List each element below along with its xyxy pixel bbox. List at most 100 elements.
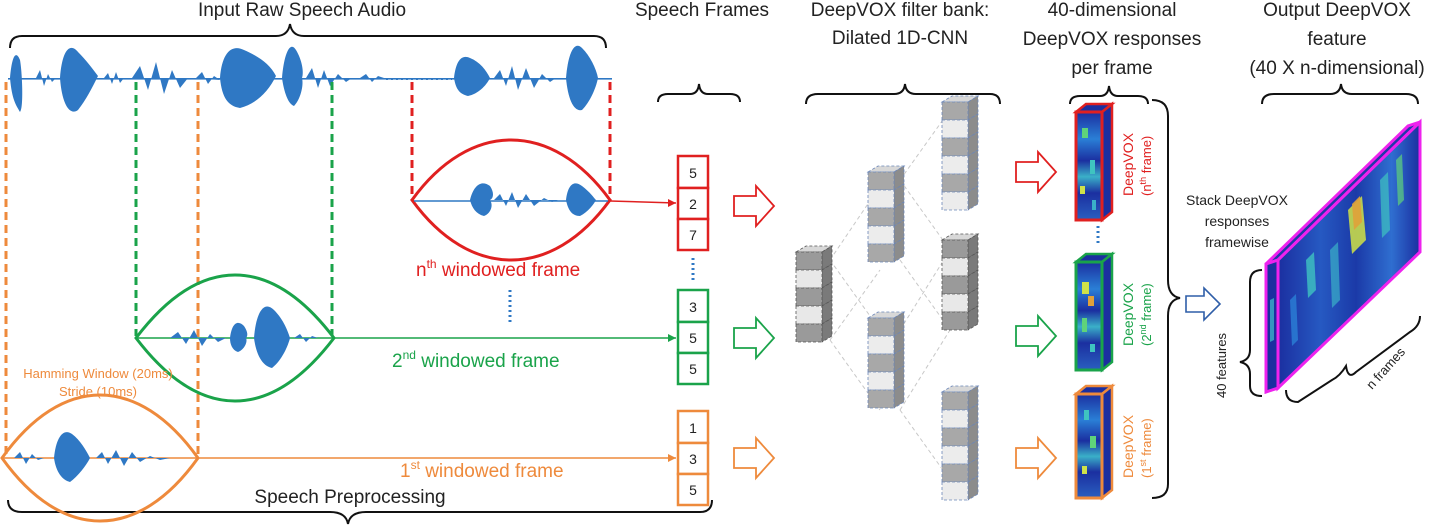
response-labels: DeepVOX (nth frame) DeepVOX (2nd frame) … <box>1120 132 1154 478</box>
frame-first-value-3: 5 <box>689 482 697 498</box>
cnn-cube-stack <box>940 385 980 501</box>
heading-speech-frames: Speech Frames <box>635 0 769 21</box>
frame-first-value-1: 1 <box>689 420 697 436</box>
response-first <box>1072 383 1116 501</box>
arrows-to-cnn <box>733 183 776 481</box>
heading-raw-audio: Input Raw Speech Audio <box>198 0 406 21</box>
response-nth <box>1072 101 1116 223</box>
arrow-cnn-to-nth <box>1015 149 1058 195</box>
arrow-nth-to-cnn <box>733 183 776 229</box>
cnn-cube-stack <box>940 233 980 331</box>
cube-front <box>941 173 969 193</box>
heading-responses-3: per frame <box>1071 58 1152 79</box>
heading-responses-2: DeepVOX responses <box>1023 29 1202 50</box>
cube-front <box>867 171 895 191</box>
window-guides <box>4 82 612 456</box>
response-nth-heatmap <box>1074 110 1104 222</box>
frame-second-value-3: 5 <box>689 361 697 377</box>
second-frame-label: 2nd windowed frame <box>392 348 560 372</box>
cnn-cube-stack <box>866 165 906 263</box>
hamming-window-label: Hamming Window (20ms) <box>23 366 173 381</box>
response-second <box>1072 251 1116 373</box>
arrow-cnn-to-first <box>1015 435 1058 481</box>
brace-speech-frames <box>657 83 741 103</box>
cube-front <box>867 243 895 263</box>
headings: Input Raw Speech Audio Speech Frames Dee… <box>198 0 1425 79</box>
cube-front <box>867 207 895 227</box>
nth-window-envelope <box>410 138 612 262</box>
stack-label-3: framewise <box>1205 234 1269 250</box>
frame-first-value-2: 3 <box>689 451 697 467</box>
output-feature <box>1264 118 1422 395</box>
cube-front <box>795 251 823 271</box>
cnn-cube-stack <box>940 95 980 211</box>
arrows-to-responses <box>1015 149 1058 481</box>
cube-front <box>941 445 969 465</box>
cube-front <box>941 119 969 139</box>
response-first-heatmap <box>1074 392 1104 500</box>
brace-preprocessing <box>7 499 713 525</box>
heading-filter-bank-1: DeepVOX filter bank: <box>811 0 989 21</box>
frame-boxes-second <box>676 288 710 386</box>
heading-filter-bank-2: Dilated 1D-CNN <box>832 28 968 49</box>
cube-front <box>941 463 969 483</box>
frame-boxes-nth <box>676 154 710 252</box>
arrow-stack-to-output <box>1185 286 1222 322</box>
arrow-cnn-to-second <box>1015 313 1058 359</box>
brace-filter-bank <box>805 83 1001 105</box>
cube-front <box>941 137 969 157</box>
second-windowed-frame: 2nd windowed frame <box>134 273 676 403</box>
frame-boxes-first <box>676 409 710 507</box>
cube-front <box>867 317 895 337</box>
cube-front <box>867 189 895 209</box>
heading-responses-1: 40-dimensional <box>1048 0 1177 21</box>
response-second-heatmap <box>1074 260 1104 372</box>
cnn-cube-stack <box>794 245 834 343</box>
cube-front <box>941 101 969 121</box>
cube-front <box>867 353 895 373</box>
cube-front <box>941 293 969 313</box>
brace-n-frames <box>1285 315 1421 404</box>
brace-output <box>1261 83 1419 105</box>
heading-output-2: feature <box>1307 29 1366 50</box>
brace-40-features <box>1239 269 1263 397</box>
response-first-sublabel: (1st frame) <box>1138 418 1154 478</box>
heading-output-1: Output DeepVOX <box>1263 0 1411 21</box>
heading-output-3: (40 X n-dimensional) <box>1249 58 1424 79</box>
cnn-cube-columns <box>794 95 980 501</box>
cube-front <box>795 305 823 325</box>
cube-front <box>941 191 969 211</box>
cube-front <box>941 481 969 501</box>
stack-label-2: responses <box>1205 213 1270 229</box>
braces <box>7 23 1421 525</box>
first-windowed-frame: 1st windowed frame <box>0 393 676 523</box>
frame-second-value-2: 5 <box>689 330 697 346</box>
cnn-cube-stack <box>866 311 906 409</box>
dilated-cnn <box>794 95 980 501</box>
features-axis-label: 40 features <box>1214 332 1229 398</box>
cube-front <box>795 287 823 307</box>
frames-axis-label: n frames <box>1363 344 1408 392</box>
cube-front <box>795 323 823 343</box>
cube-front <box>941 427 969 447</box>
cube-front <box>795 269 823 289</box>
output-heat-spots <box>1270 154 1404 346</box>
response-nth-sublabel: (nth frame) <box>1138 136 1154 196</box>
cube-front <box>941 257 969 277</box>
cube-front <box>941 311 969 331</box>
cube-front <box>941 155 969 175</box>
cube-front <box>941 275 969 295</box>
response-nth-label: DeepVOX <box>1120 132 1136 196</box>
response-first-label: DeepVOX <box>1120 414 1136 478</box>
first-frame-label: 1st windowed frame <box>400 458 564 482</box>
arrow-first-to-cnn <box>733 435 776 481</box>
cube-front <box>867 371 895 391</box>
brace-stack <box>1151 99 1181 499</box>
arrow-second-to-cnn <box>733 315 776 361</box>
stack-label-1: Stack DeepVOX <box>1186 192 1289 208</box>
cube-front <box>867 335 895 355</box>
cube-front <box>941 239 969 259</box>
nth-windowed-frame: nth windowed frame <box>410 138 677 281</box>
cube-front <box>941 391 969 411</box>
